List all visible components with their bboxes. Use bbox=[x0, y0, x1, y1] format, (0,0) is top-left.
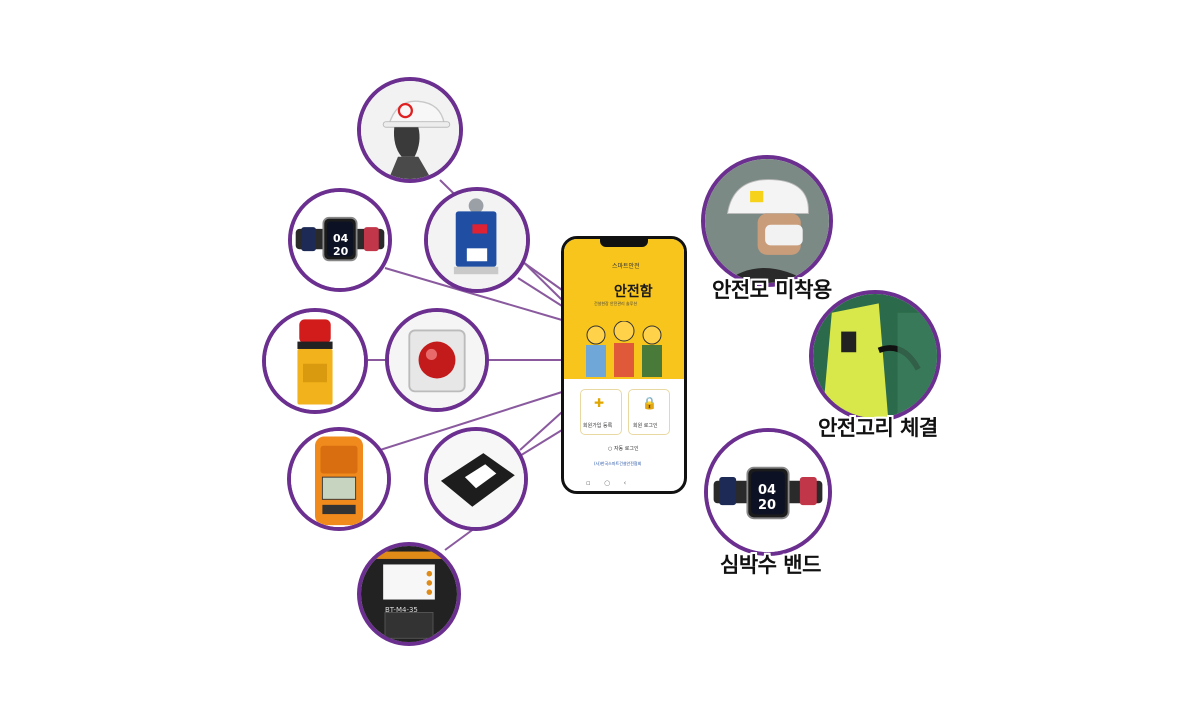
safety-hook-photo bbox=[813, 294, 937, 418]
app-tagline: 건설현장 안전관리 솔루션 bbox=[594, 301, 638, 306]
watch-time-top: 04 bbox=[333, 232, 349, 245]
safety-hook-circle bbox=[809, 290, 941, 422]
fixed-gas-model: BT-M4-35 bbox=[385, 606, 418, 614]
heart-rate-band-illustration bbox=[708, 432, 828, 552]
safety-hook-label: 안전고리 체결 bbox=[818, 416, 938, 440]
gas-detector-illustration bbox=[291, 431, 387, 527]
signup-button[interactable]: ✚ 회원가입 등록 bbox=[580, 389, 622, 435]
smartwatch-illustration bbox=[292, 192, 388, 288]
cctv-box-circle bbox=[424, 187, 530, 293]
cctv-box-illustration bbox=[428, 191, 526, 289]
phone-app-mockup: 스마트안전 안전함 건설현장 안전관리 솔루션 ✚ 회원가입 등록 🔒 회원 로… bbox=[561, 236, 687, 494]
person-add-icon: ✚ bbox=[594, 396, 605, 410]
helmet-sensor-circle bbox=[357, 77, 463, 183]
worker-helmet-photo bbox=[705, 159, 829, 283]
signup-label: 회원가입 등록 bbox=[583, 423, 613, 429]
warning-light-circle bbox=[262, 308, 368, 414]
login-label: 회원 로그인 bbox=[633, 423, 658, 429]
app-banner: 스마트안전 bbox=[612, 263, 640, 270]
warning-light-illustration bbox=[266, 312, 364, 410]
connector-gas-detector bbox=[379, 391, 563, 451]
helmet-non-wearing-label: 안전모 미착용 bbox=[712, 278, 832, 302]
smartwatch-circle: 04 20 bbox=[288, 188, 392, 292]
band-time-bottom: 20 bbox=[758, 498, 777, 513]
heart-rate-band-label: 심박수 밴드 bbox=[720, 553, 821, 577]
siren-circle bbox=[385, 308, 489, 412]
heart-rate-band-circle: 04 20 bbox=[704, 428, 832, 556]
helmet-sensor-illustration bbox=[361, 81, 459, 179]
connector-tablet-box bbox=[519, 411, 563, 451]
workers-illustration bbox=[586, 321, 662, 377]
app-name: 안전함 bbox=[614, 284, 653, 300]
connector-smartwatch bbox=[384, 267, 563, 321]
tablet-box-illustration bbox=[428, 431, 524, 527]
fixed-gas-detector-circle: BT-M4-35 bbox=[357, 542, 461, 646]
phone-notch bbox=[600, 239, 648, 247]
connector-cctv-box bbox=[519, 259, 563, 291]
auto-login-label: 자동 로그인 bbox=[613, 446, 639, 452]
lock-icon: 🔒 bbox=[642, 396, 657, 410]
tablet-box-circle bbox=[424, 427, 528, 531]
watch-time-bottom: 20 bbox=[333, 245, 349, 258]
gas-detector-circle bbox=[287, 427, 391, 531]
helmet-detection-circle bbox=[701, 155, 833, 287]
org-name: (사)한국스마트건설안전협회 bbox=[594, 461, 642, 466]
auto-login-checkbox[interactable]: ○ 자동 로그인 bbox=[608, 446, 639, 452]
nav-bar: ▫ ○ ‹ bbox=[586, 479, 627, 487]
siren-illustration bbox=[389, 312, 485, 408]
band-time-top: 04 bbox=[758, 483, 777, 498]
login-button[interactable]: 🔒 회원 로그인 bbox=[628, 389, 670, 435]
fixed-gas-detector-illustration bbox=[361, 546, 457, 642]
